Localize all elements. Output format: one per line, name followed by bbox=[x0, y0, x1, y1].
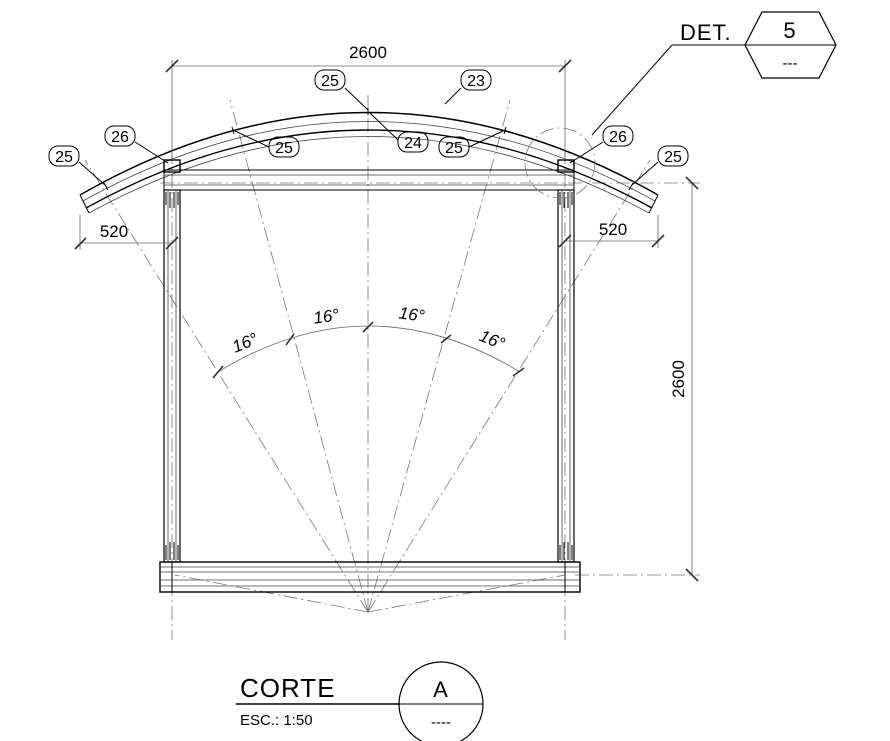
callout-26-left: 26 bbox=[111, 129, 129, 146]
detail-sheet: --- bbox=[783, 55, 798, 72]
callout-23: 23 bbox=[467, 73, 485, 90]
column-axes bbox=[160, 150, 700, 640]
callout-25-top: 25 bbox=[321, 73, 339, 90]
top-dimension: 2600 bbox=[165, 43, 572, 160]
callouts: 25 23 26 25 24 25 26 25 25 bbox=[48, 69, 689, 186]
angle-arc: 16° 16° 16° 16° bbox=[212, 303, 525, 379]
angle-label-4: 16° bbox=[477, 326, 508, 353]
top-width-label: 2600 bbox=[349, 43, 387, 62]
angle-label-2: 16° bbox=[312, 305, 340, 327]
angle-label-3: 16° bbox=[398, 303, 426, 325]
left-overhang-label: 520 bbox=[100, 222, 128, 241]
callout-25-left-mid: 25 bbox=[275, 140, 293, 157]
callout-25-far-right: 25 bbox=[664, 149, 682, 166]
section-title: CORTE bbox=[240, 673, 336, 703]
callout-25-right-mid: 25 bbox=[445, 140, 463, 157]
right-overhang-dimension: 520 bbox=[558, 215, 665, 248]
section-title-block: CORTE ESC.: 1:50 A ---- bbox=[236, 661, 484, 741]
right-height-label: 2600 bbox=[669, 360, 688, 398]
callout-25-far-left: 25 bbox=[55, 149, 73, 166]
detail-number: 5 bbox=[783, 18, 796, 43]
section-scale: ESC.: 1:50 bbox=[240, 712, 313, 729]
detail-circle bbox=[524, 127, 596, 199]
base-beam bbox=[159, 561, 581, 593]
angle-label-1: 16° bbox=[229, 329, 260, 356]
callout-26-right: 26 bbox=[609, 129, 627, 146]
section-letter: A bbox=[433, 677, 449, 702]
right-dimension: 2600 bbox=[669, 176, 699, 582]
detail-prefix: DET. bbox=[680, 20, 732, 45]
top-beam bbox=[163, 159, 575, 191]
callout-24: 24 bbox=[404, 135, 422, 152]
columns bbox=[163, 189, 575, 563]
detail-reference: DET. 5 --- bbox=[591, 11, 837, 136]
right-overhang-label: 520 bbox=[599, 220, 627, 239]
left-overhang-dimension: 520 bbox=[74, 215, 179, 250]
section-sheet: ---- bbox=[431, 714, 451, 731]
